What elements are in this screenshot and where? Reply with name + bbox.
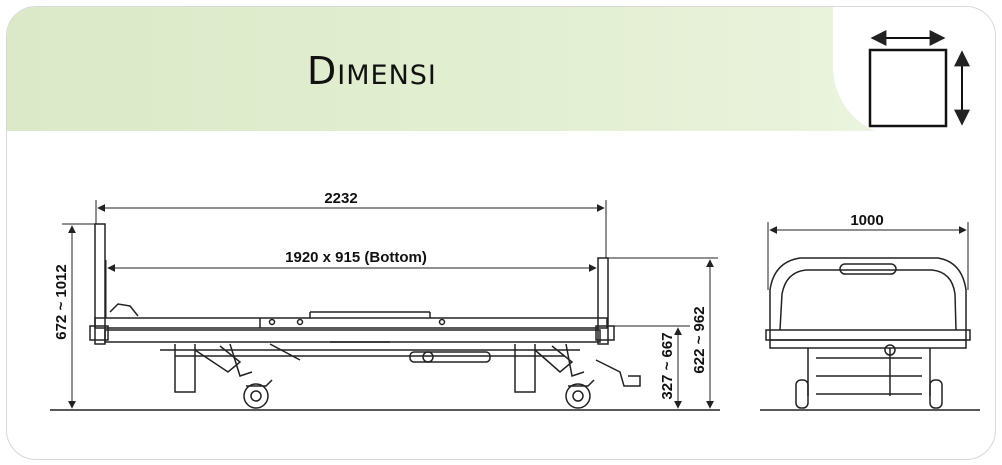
end-view-bed	[765, 257, 971, 409]
dimension-head-height	[62, 223, 96, 409]
label-deck-height: 327 ~ 667	[659, 332, 676, 399]
label-width: 1000	[850, 212, 883, 229]
header-band	[7, 7, 995, 131]
label-bottom-size: 1920 x 915 (Bottom)	[285, 249, 427, 266]
dimension-deck-height	[614, 325, 690, 409]
label-overall-length: 2232	[324, 190, 357, 207]
dimension-width	[767, 222, 969, 290]
label-head-height: 672 ~ 1012	[53, 264, 70, 340]
side-view-bed	[89, 223, 641, 409]
dimension-overall-length	[95, 200, 607, 258]
dimension-bottom-size	[105, 258, 599, 318]
dimension-platform-height	[608, 257, 718, 409]
dimension-icon	[868, 30, 970, 128]
label-platform-height: 622 ~ 962	[691, 306, 708, 373]
page-title: Dimensi	[307, 49, 437, 93]
